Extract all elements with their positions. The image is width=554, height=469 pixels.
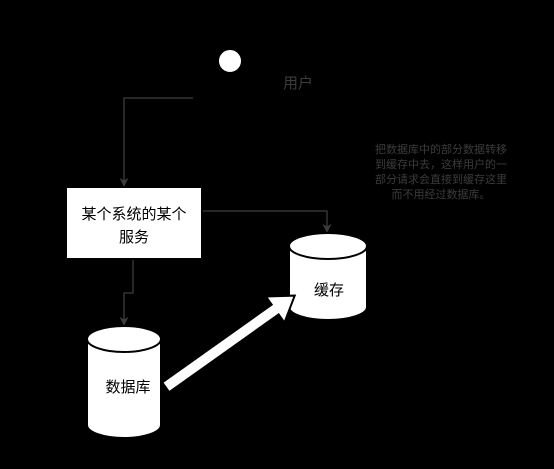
database-cylinder: 数据库	[86, 325, 162, 439]
cache-cylinder: 缓存	[288, 232, 368, 321]
database-to-cache-arrow	[160, 294, 297, 394]
cache-label: 缓存	[314, 281, 344, 299]
system-service-label-line2: 服务	[119, 228, 149, 246]
note-line-3: 部分请求会直接到缓存这里	[375, 172, 507, 186]
system-service-node: 某个系统的某个 服务	[65, 186, 203, 260]
edge-system-to-cache	[202, 210, 332, 233]
user-actor-icon	[195, 48, 265, 149]
system-service-label-line1: 某个系统的某个	[81, 205, 186, 223]
user-label: 用户	[283, 74, 313, 92]
note: 把数据库中的部分数据转移 到缓存中去，这样用户的一 部分请求会直接到缓存这里 而…	[375, 142, 507, 201]
note-line-1: 把数据库中的部分数据转移	[375, 142, 507, 156]
database-label: 数据库	[105, 378, 150, 396]
edge-system-to-database	[119, 259, 134, 326]
note-line-2: 到缓存中去，这样用户的一	[375, 157, 507, 171]
edge-user-to-system	[119, 97, 193, 187]
note-line-4: 而不用经过数据库。	[392, 187, 491, 201]
